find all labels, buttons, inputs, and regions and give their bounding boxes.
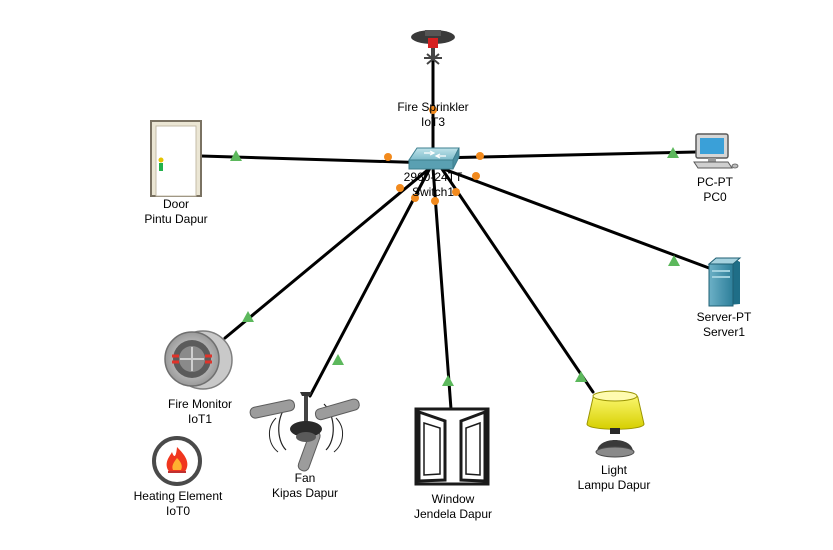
link-firemon[interactable] bbox=[223, 166, 432, 340]
lamp-icon bbox=[586, 390, 645, 458]
switch-port-indicator-light bbox=[452, 188, 460, 196]
heater-label: Heating Element IoT0 bbox=[134, 489, 223, 519]
device-port-indicator-pc bbox=[667, 147, 679, 158]
sprinkler-icon bbox=[411, 30, 455, 65]
door-label: Door Pintu Dapur bbox=[144, 197, 207, 227]
fan-type-text: Fan bbox=[294, 471, 316, 485]
window-icon bbox=[414, 407, 490, 486]
link-window[interactable] bbox=[431, 166, 453, 411]
window-type-text: Window bbox=[431, 492, 475, 506]
sprinkler-type-text: Fire Sprinkler bbox=[397, 100, 469, 114]
sprinkler-name-text: IoT3 bbox=[420, 115, 446, 129]
server-device[interactable] bbox=[707, 257, 742, 307]
pc-label: PC-PT PC0 bbox=[697, 175, 733, 205]
heating-element-device[interactable] bbox=[152, 436, 202, 486]
computer-icon bbox=[693, 133, 739, 169]
link-light[interactable] bbox=[438, 164, 595, 394]
switch-port-indicator-door bbox=[384, 153, 392, 161]
switch-name-text: Switch1 bbox=[411, 185, 455, 199]
pc-name-text: PC0 bbox=[703, 190, 727, 204]
link-pc[interactable] bbox=[434, 150, 698, 160]
switch-label: 2960-24TT Switch1 bbox=[404, 170, 463, 200]
fan-label: Fan Kipas Dapur bbox=[272, 471, 338, 501]
server-name-text: Server1 bbox=[702, 325, 746, 339]
fire-monitor-label: Fire Monitor IoT1 bbox=[168, 397, 232, 427]
door-name-text: Pintu Dapur bbox=[144, 212, 208, 226]
device-port-indicator-light bbox=[575, 371, 587, 382]
fire-monitor-name-text: IoT1 bbox=[187, 412, 213, 426]
switch-port-indicator-window bbox=[431, 197, 439, 205]
server-icon bbox=[707, 257, 742, 307]
link-indicator-group bbox=[230, 106, 680, 386]
pc-type-text: PC-PT bbox=[697, 175, 733, 189]
fan-name-text: Kipas Dapur bbox=[271, 486, 339, 500]
switch-port-indicator-pc bbox=[476, 152, 484, 160]
ceiling-fan-icon bbox=[249, 392, 360, 472]
door-device[interactable] bbox=[150, 120, 202, 197]
window-label: Window Jendela Dapur bbox=[414, 492, 492, 522]
device-port-indicator-window bbox=[442, 375, 454, 386]
window-device[interactable] bbox=[414, 407, 490, 486]
switch-port-indicator-firemon bbox=[396, 184, 404, 192]
fan-device[interactable] bbox=[249, 392, 360, 472]
door-type-text: Door bbox=[162, 197, 189, 211]
link-fan[interactable] bbox=[308, 166, 432, 398]
pc-device[interactable] bbox=[693, 133, 739, 169]
window-name-text: Jendela Dapur bbox=[413, 507, 493, 521]
fire-sprinkler-device[interactable] bbox=[411, 30, 455, 65]
flame-icon bbox=[152, 436, 202, 486]
sprinkler-label: Fire Sprinkler IoT3 bbox=[397, 100, 468, 130]
light-device[interactable] bbox=[586, 390, 645, 458]
light-label: Light Lampu Dapur bbox=[578, 463, 651, 493]
switch-port-indicator-fan bbox=[411, 194, 419, 202]
light-name-text: Lampu Dapur bbox=[577, 478, 651, 492]
switch-type-text: 2960-24TT bbox=[403, 170, 463, 184]
switch-port-indicator-server bbox=[472, 172, 480, 180]
heater-name-text: IoT0 bbox=[165, 504, 190, 518]
door-icon bbox=[150, 120, 202, 197]
device-port-indicator-door bbox=[230, 150, 242, 161]
light-type-text: Light bbox=[600, 463, 628, 477]
smoke-detector-icon bbox=[164, 330, 233, 390]
device-port-indicator-fan bbox=[332, 354, 344, 365]
fire-monitor-device[interactable] bbox=[164, 330, 233, 390]
server-type-text: Server-PT bbox=[696, 310, 752, 324]
device-port-indicator-server bbox=[668, 255, 680, 266]
switch-icon bbox=[408, 147, 460, 170]
device-port-indicator-firemon bbox=[242, 311, 254, 322]
switch-device[interactable] bbox=[408, 147, 460, 170]
fire-monitor-type-text: Fire Monitor bbox=[167, 397, 233, 411]
link-server[interactable] bbox=[431, 163, 711, 270]
switch-port-indicator-sprinkler bbox=[429, 106, 437, 114]
heater-type-text: Heating Element bbox=[133, 489, 223, 503]
server-label: Server-PT Server1 bbox=[697, 310, 752, 340]
